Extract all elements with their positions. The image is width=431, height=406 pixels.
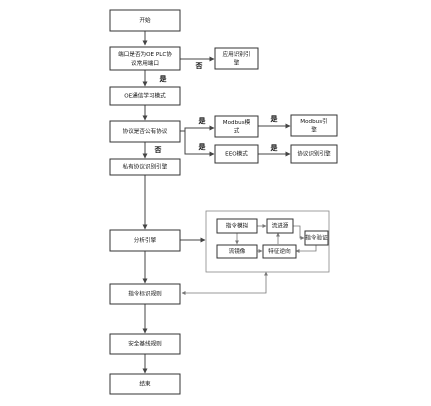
- label-yes-comm-mode: 是: [159, 74, 168, 83]
- svg-text:指令模拟: 指令模拟: [226, 222, 249, 230]
- start-node: 开始: [109, 9, 181, 32]
- comm-mode-node: OE通信学习模式: [109, 86, 181, 106]
- svg-text:开始: 开始: [139, 16, 151, 24]
- edge-public-check-to-eeo-mode: [184, 131, 215, 157]
- end-node: 结束: [109, 373, 181, 395]
- cmd-verify-node: 指令验证: [304, 230, 329, 246]
- port-check-node: 端口是否为OE PLC协 议常用端口: [109, 46, 181, 71]
- svg-text:特征逆向: 特征逆向: [268, 247, 291, 255]
- svg-text:Modbus模: Modbus模: [223, 118, 251, 126]
- svg-text:协议识别引擎: 协议识别引擎: [297, 150, 331, 158]
- modbus-mode-node: Modbus模 式: [214, 115, 259, 138]
- label-yes-eeo: 是: [198, 142, 207, 151]
- svg-text:Modbus引: Modbus引: [300, 117, 327, 125]
- svg-text:应用识别引: 应用识别引: [223, 50, 251, 58]
- modbus-engine-node: Modbus引 擎: [290, 114, 338, 137]
- edge-group-to-cmd-rules: [181, 271, 268, 295]
- cmd-rules-node: 指令标识规则: [109, 283, 181, 305]
- label-no-private: 否: [154, 146, 162, 154]
- edge-public-check-to-modbus-mode: [180, 125, 215, 132]
- edge-flow-source-to-cmd-verify: [293, 225, 305, 240]
- svg-text:私有协议识别引擎: 私有协议识别引擎: [123, 163, 168, 171]
- svg-text:结束: 结束: [139, 380, 151, 388]
- label-yes-modbus: 是: [198, 116, 207, 125]
- svg-text:议常用端口: 议常用端口: [131, 59, 159, 67]
- label-no-app-engine: 否: [195, 62, 203, 70]
- svg-text:分析引擎: 分析引擎: [134, 236, 157, 244]
- edge-cmd-verify-to-feature-match: [295, 245, 317, 253]
- private-engine-node: 私有协议识别引擎: [109, 158, 181, 176]
- label-yes-modbus-engine: 是: [270, 114, 279, 123]
- app-engine-node: 应用识别引 擎: [214, 47, 259, 70]
- svg-text:式: 式: [234, 127, 240, 135]
- svg-text:指令标识规则: 指令标识规则: [128, 290, 162, 298]
- svg-text:流进源: 流进源: [272, 222, 289, 230]
- analysis-engine-node: 分析引擎: [109, 229, 181, 252]
- svg-text:擎: 擎: [234, 59, 240, 67]
- svg-text:指令验证: 指令验证: [305, 234, 328, 242]
- svg-text:协议是否公有协议: 协议是否公有协议: [123, 127, 168, 135]
- cmd-template-node: 指令模拟: [216, 218, 258, 234]
- svg-text:EEO模式: EEO模式: [225, 150, 248, 158]
- svg-text:擎: 擎: [311, 126, 317, 134]
- feature-match-node: 特征逆向: [262, 244, 297, 259]
- svg-text:端口是否为OE PLC协: 端口是否为OE PLC协: [118, 50, 172, 58]
- svg-text:安全基线规则: 安全基线规则: [128, 340, 162, 348]
- svg-text:流镜像: 流镜像: [229, 247, 246, 255]
- security-rules-node: 安全基线规则: [109, 333, 181, 355]
- eeo-mode-node: EEO模式: [214, 144, 259, 164]
- svg-text:OE通信学习模式: OE通信学习模式: [124, 92, 166, 100]
- label-yes-proto-engine: 是: [270, 143, 279, 152]
- public-check-node: 协议是否公有协议: [109, 120, 181, 143]
- flow-source-node: 流进源: [266, 218, 294, 234]
- flow-mirror-node: 流镜像: [216, 244, 258, 259]
- analysis-subprocess-group: [205, 210, 330, 273]
- proto-engine-node: 协议识别引擎: [290, 144, 338, 164]
